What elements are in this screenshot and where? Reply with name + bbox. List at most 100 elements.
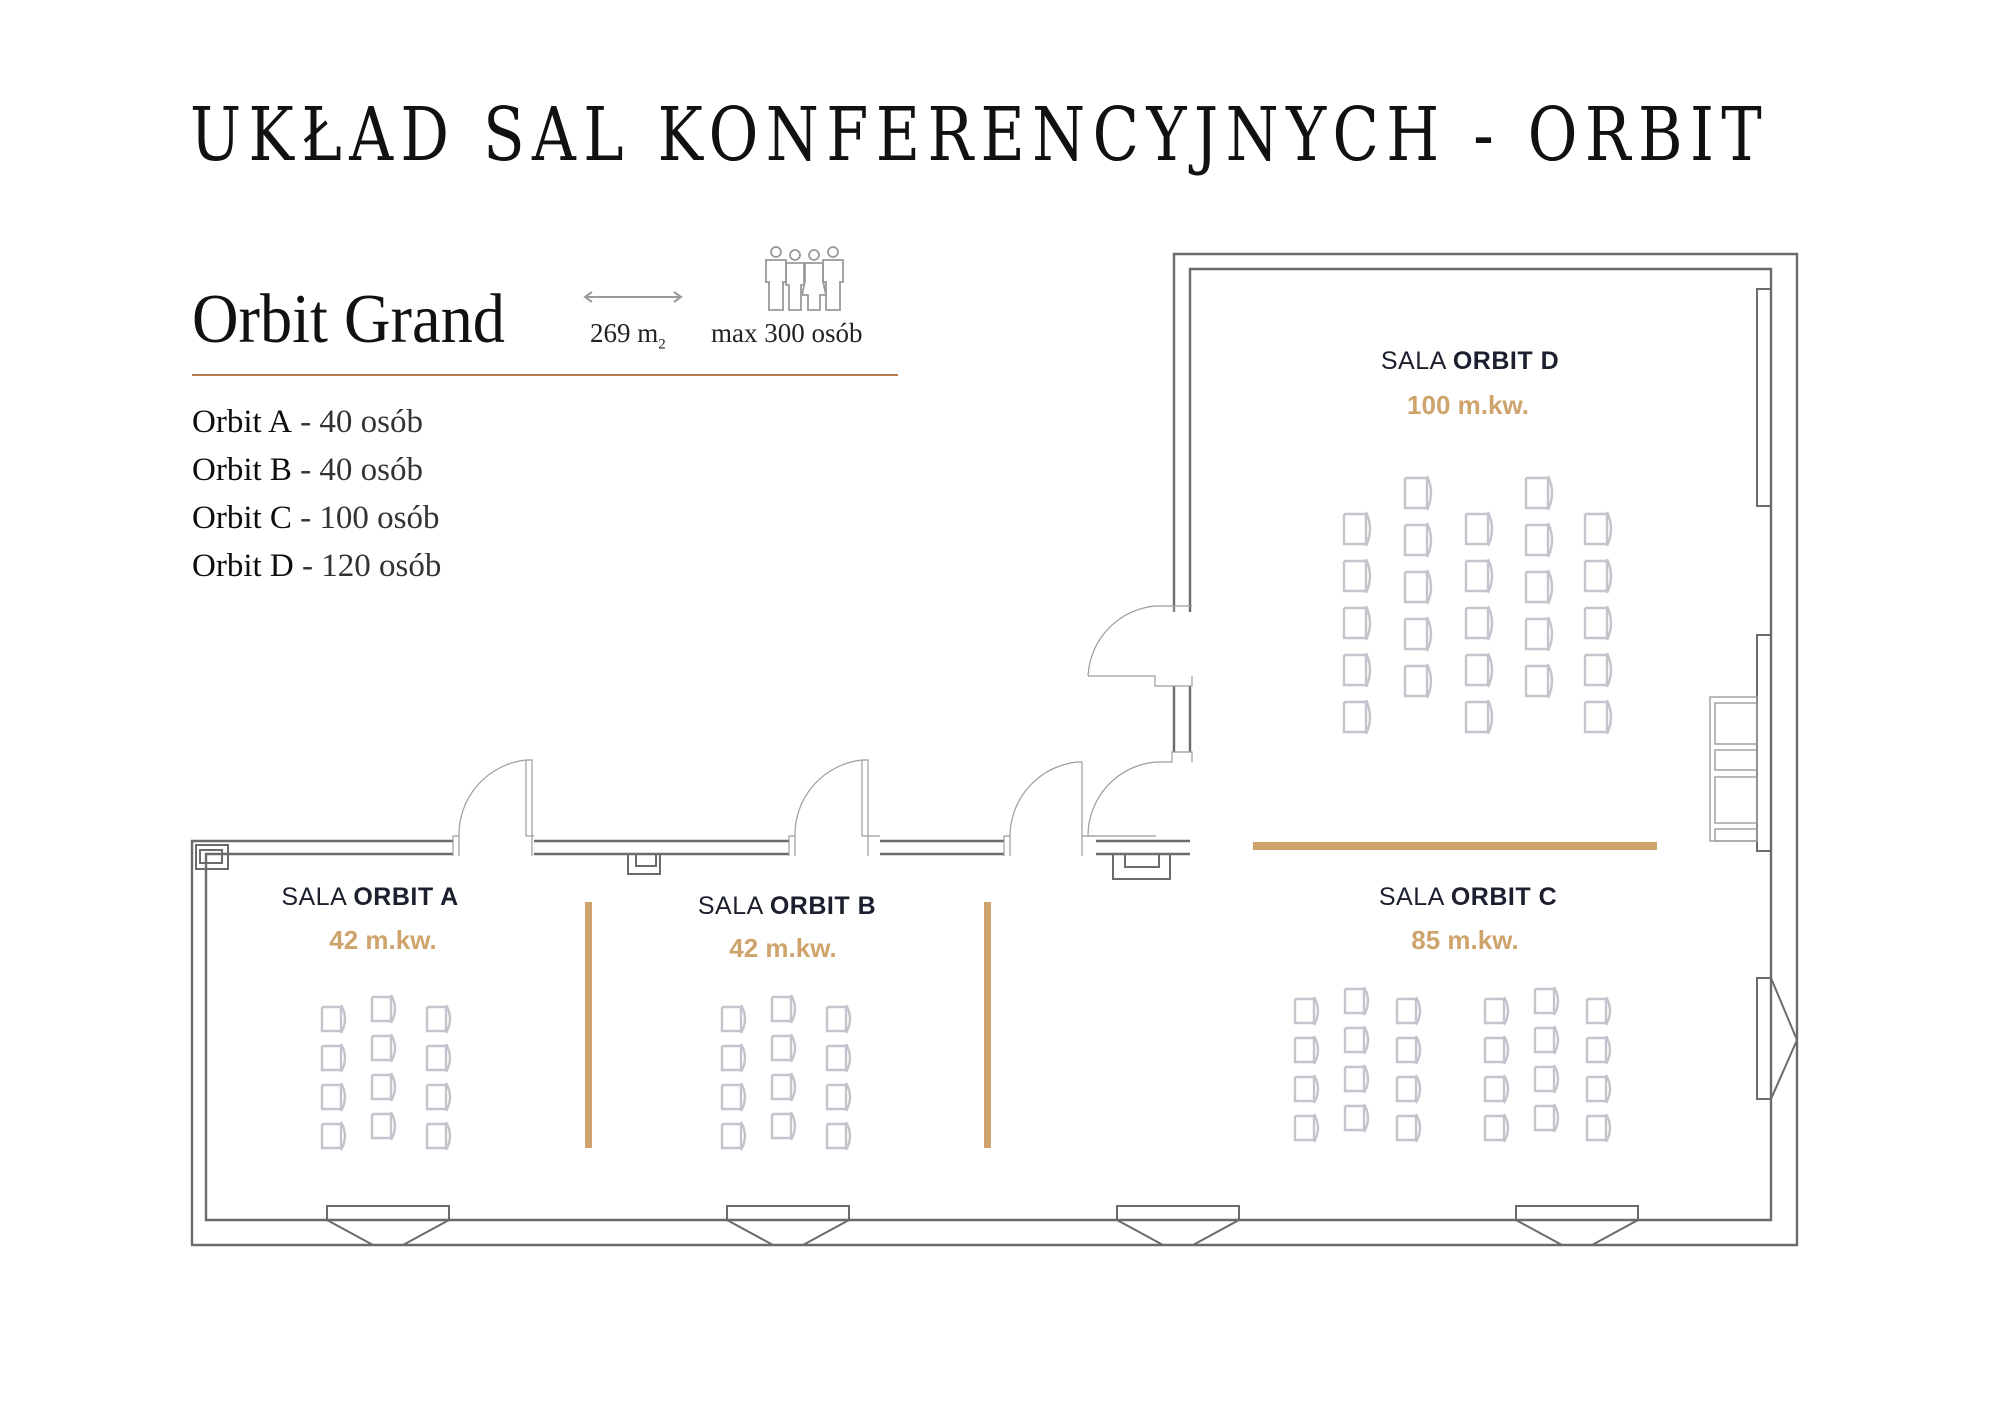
chair [1524, 663, 1554, 699]
chair [1342, 699, 1372, 735]
room-prefix: SALA [697, 892, 770, 920]
chair [1524, 569, 1554, 605]
total-area-value: 269 m [590, 318, 659, 348]
capacity-room-name: Orbit D [192, 548, 294, 584]
chair [1403, 663, 1433, 699]
column-niche [1124, 853, 1160, 868]
people-group-icon [765, 246, 844, 311]
door-corridor [1003, 761, 1096, 856]
room-area-c: 85 m.kw. [1411, 925, 1519, 955]
chair [1585, 1113, 1612, 1143]
chair [1533, 1064, 1560, 1094]
chair [770, 994, 797, 1024]
chair [720, 1004, 747, 1034]
chair [1395, 1113, 1422, 1143]
wall-panel [1756, 288, 1772, 507]
chair [320, 1043, 347, 1073]
chair [1483, 996, 1510, 1026]
window [1116, 1205, 1240, 1246]
chair [1343, 1103, 1370, 1133]
chair [1464, 652, 1494, 688]
cabinet [1709, 696, 1758, 842]
column-niche [635, 853, 657, 867]
venue-name: Orbit Grand [192, 281, 505, 358]
chair [1464, 511, 1494, 547]
chair [1395, 1074, 1422, 1104]
chair [720, 1082, 747, 1112]
chair [425, 1004, 452, 1034]
door-b [788, 759, 880, 856]
chair [1483, 1113, 1510, 1143]
chair [1483, 1074, 1510, 1104]
area-unit-sub: 2 [658, 336, 666, 353]
chair [1342, 605, 1372, 641]
window [326, 1205, 450, 1246]
chairs [320, 475, 1613, 1151]
chair [320, 1004, 347, 1034]
chair [1583, 652, 1613, 688]
chair [1533, 986, 1560, 1016]
inner-wall [204, 267, 1773, 1222]
capacity-room-name: Orbit B [192, 452, 292, 488]
capacity-item: Orbit D - 120 osób [192, 548, 441, 585]
chair [425, 1121, 452, 1151]
door-d [1087, 605, 1193, 687]
room-label-d: SALA ORBIT D [1381, 347, 1559, 376]
room-area-b: 42 m.kw. [729, 933, 837, 963]
chair [1464, 699, 1494, 735]
chair [1583, 558, 1613, 594]
chair [825, 1004, 852, 1034]
chair [825, 1043, 852, 1073]
arrow-width-icon [583, 291, 683, 303]
corridor-wall [534, 839, 789, 856]
page-title: UKŁAD SAL KONFERENCYJNYCH - ORBIT [190, 92, 1770, 178]
chair [1524, 475, 1554, 511]
chair [1343, 1025, 1370, 1055]
room-prefix: SALA [1378, 883, 1451, 911]
window [726, 1205, 850, 1246]
chair [1583, 511, 1613, 547]
chair [425, 1082, 452, 1112]
chair [1524, 522, 1554, 558]
chair [1395, 996, 1422, 1026]
window [1756, 977, 1799, 1100]
chair [320, 1121, 347, 1151]
doors [452, 605, 1193, 856]
columns [195, 844, 1171, 880]
title-divider [192, 374, 898, 376]
capacity-count: - 100 osób [291, 500, 440, 536]
capacity-item: Orbit A - 40 osób [192, 404, 423, 441]
chair [770, 1033, 797, 1063]
column-niche [199, 849, 223, 864]
chair [1403, 475, 1433, 511]
chair [1342, 558, 1372, 594]
room-label-c: SALA ORBIT C [1379, 883, 1557, 912]
chair [1293, 1035, 1320, 1065]
walls [190, 252, 1799, 1247]
chair [1464, 558, 1494, 594]
chair [1585, 1035, 1612, 1065]
chair [1524, 616, 1554, 652]
chair [1342, 652, 1372, 688]
right-wall-features [1709, 288, 1799, 1100]
chair [1585, 996, 1612, 1026]
door-a [452, 759, 534, 856]
chair [370, 1111, 397, 1141]
chair [1585, 1074, 1612, 1104]
chair [1343, 986, 1370, 1016]
chair [1583, 699, 1613, 735]
chair [1464, 605, 1494, 641]
partitions [585, 842, 1657, 1148]
room-prefix: SALA [1380, 347, 1453, 375]
chair [825, 1121, 852, 1151]
partition-ab [585, 902, 592, 1148]
chair [370, 1072, 397, 1102]
chair [1403, 522, 1433, 558]
chair [1293, 1113, 1320, 1143]
chair [425, 1043, 452, 1073]
chair [1403, 616, 1433, 652]
partition-cd [1253, 842, 1657, 850]
door-c [1087, 751, 1193, 837]
chair [320, 1082, 347, 1112]
